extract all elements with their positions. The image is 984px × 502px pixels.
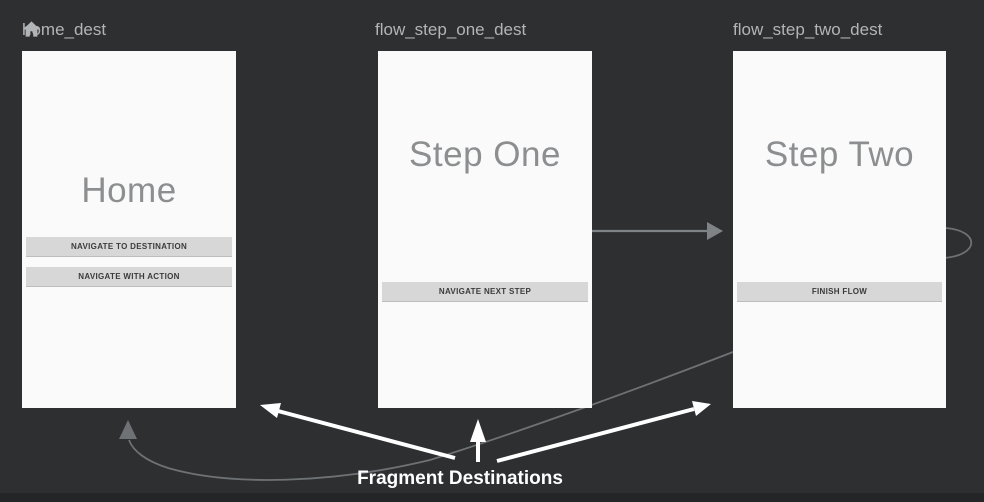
destination-header-step-one[interactable]: flow_step_one_dest — [375, 20, 526, 40]
annotation-label: Fragment Destinations — [357, 468, 563, 489]
navigate-to-destination-button: NAVIGATE TO DESTINATION — [26, 237, 232, 257]
screen-title-step-one: Step One — [409, 135, 561, 174]
finish-flow-button: FINISH FLOW — [737, 282, 942, 302]
home-icon — [22, 21, 41, 37]
screen-title-step-two: Step Two — [764, 135, 915, 174]
destination-label-home: home_dest — [22, 20, 107, 39]
action-edge-step-one-to-step-two[interactable] — [592, 222, 723, 240]
window-bottom-edge — [0, 493, 984, 502]
destination-label-step-two: flow_step_two_dest — [733, 20, 883, 39]
annotation-arrow-to-home — [260, 403, 456, 460]
destination-header-home[interactable]: home_dest — [22, 20, 106, 40]
destination-card-step-one[interactable]: Step One NAVIGATE NEXT STEP — [378, 51, 592, 408]
navigate-next-step-button: NAVIGATE NEXT STEP — [382, 282, 588, 302]
destination-header-step-two[interactable]: flow_step_two_dest — [733, 20, 882, 40]
destination-card-home[interactable]: Home NAVIGATE TO DESTINATION NAVIGATE WI… — [22, 51, 236, 408]
navigate-with-action-button: NAVIGATE WITH ACTION — [26, 267, 232, 287]
annotation-arrow-to-step-two — [496, 401, 711, 463]
screen-title-home: Home — [81, 171, 177, 210]
destination-card-step-two[interactable]: Step Two FINISH FLOW — [733, 51, 946, 408]
annotation-arrow-to-step-one — [470, 419, 486, 462]
destination-label-step-one: flow_step_one_dest — [375, 20, 527, 39]
